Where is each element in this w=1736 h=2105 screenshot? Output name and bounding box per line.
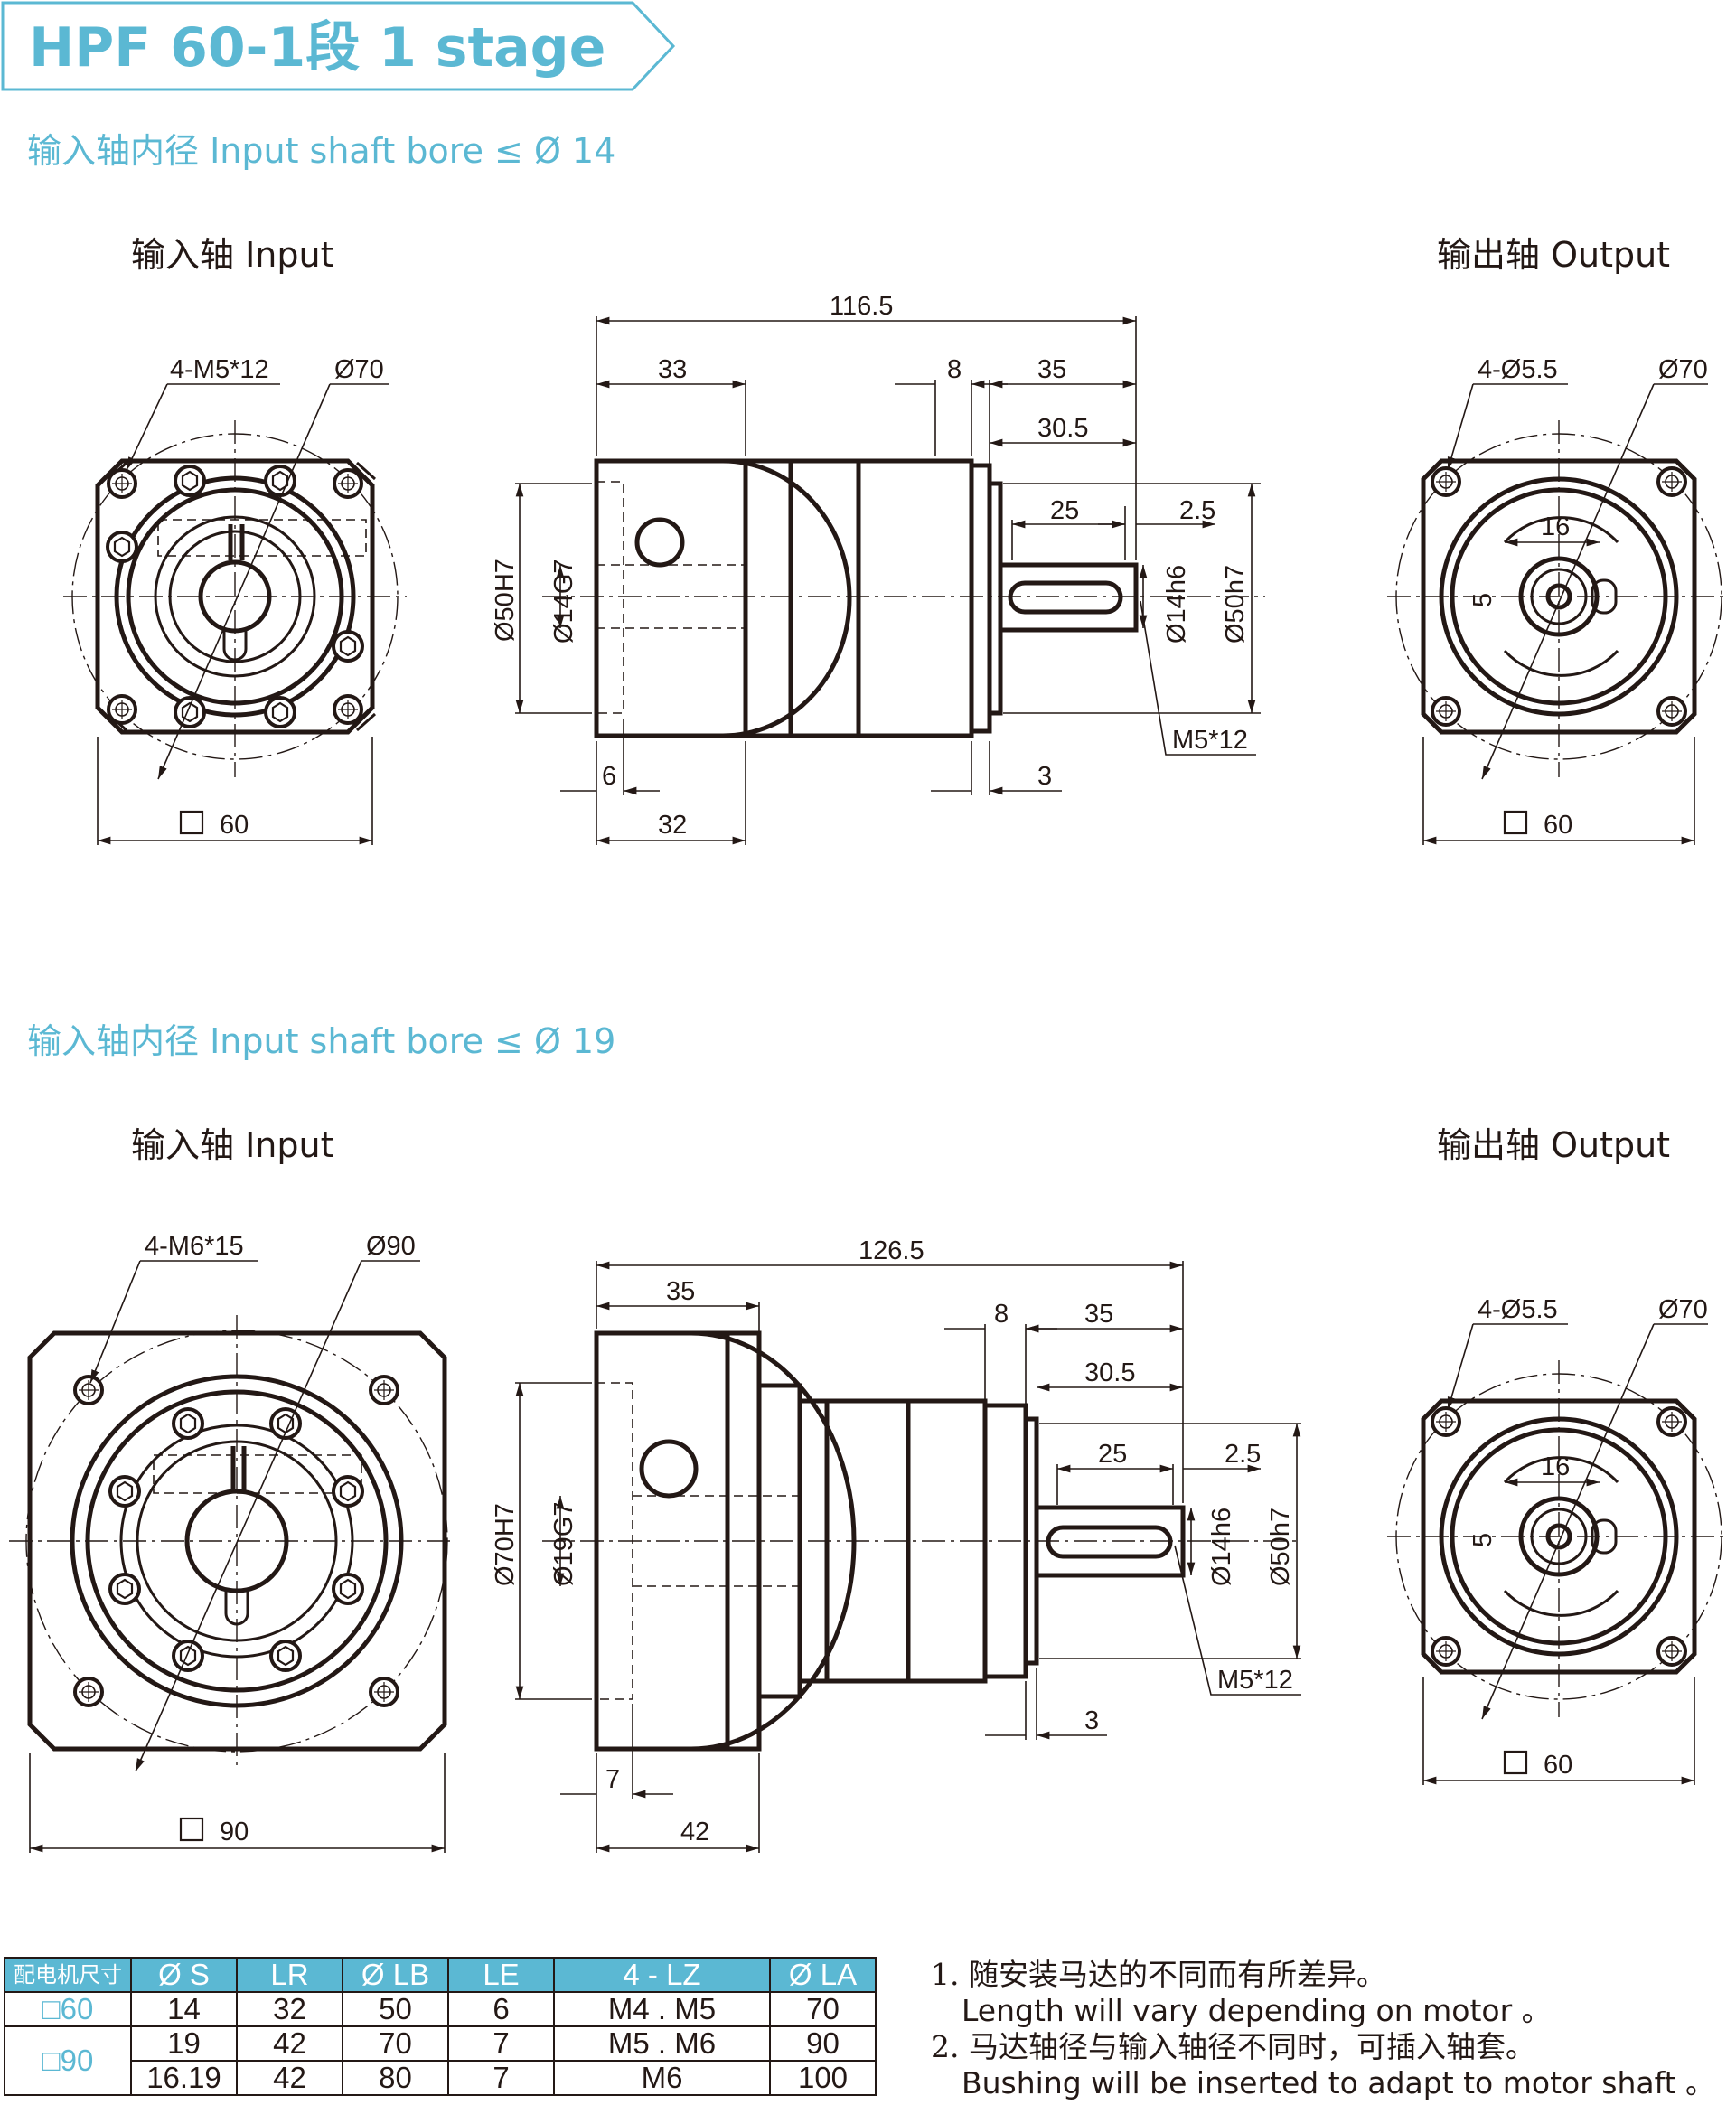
s2-output-key: 16 [1541,1452,1570,1481]
s1-bore-lb: Ø50H7 [491,559,520,642]
table-cell: M4 . M5 [553,1991,771,2027]
spec-table: 配电机尺寸 Ø S LR Ø LB LE 4 - LZ Ø LA □60 14 … [4,1957,877,2096]
note-1-cn: 1. 随安装马达的不同而有所差异。 [931,1957,1386,1992]
table-cell: 100 [769,2060,877,2096]
section2-subtitle: 输入轴内径 Input shaft bore ≤ Ø 19 [27,1021,615,1061]
table-cell: 90 [769,2025,877,2062]
table-cell: 80 [342,2060,449,2096]
table-cell: 19 [130,2025,238,2062]
s1-pilot: Ø50h7 [1221,565,1250,644]
s2-bore-s: Ø19G7 [549,1502,578,1587]
page-title: HPF 60-1段 1 stage [29,16,605,80]
s1-le: 6 [602,762,616,791]
s2-d3: 3 [1084,1706,1099,1735]
note-2-cn: 2. 马达轴径与输入轴径不同时，可插入轴套。 [931,2029,1535,2064]
s2-overall: 126.5 [859,1236,924,1265]
s2-output-holes: 4-Ø5.5 [1478,1295,1558,1324]
s2-tap: M5*12 [1217,1666,1293,1695]
s1-overall: 116.5 [830,292,893,321]
table-header: 配电机尺寸 [4,1957,132,1993]
table-header: Ø LB [342,1957,449,1993]
table-cell: 16.19 [130,2060,238,2096]
section1-output-label: 输出轴 Output [1437,235,1670,275]
table-header: LR [236,1957,343,1993]
s1-output-holes: 4-Ø5.5 [1478,355,1558,384]
table-cell: 32 [236,1991,343,2027]
section1-subtitle: 输入轴内径 Input shaft bore ≤ Ø 14 [27,131,615,171]
s1-input-pcd: Ø70 [334,355,384,384]
s2-bore-lb: Ø70H7 [491,1503,520,1586]
s1-output-square: 60 [1544,811,1572,840]
table-cell-size: □90 [4,2025,132,2096]
table-header: Ø S [130,1957,238,1993]
section1-side-view: 116.5 33 8 35 30.5 25 2.5 Ø50H7 Ø14G7 Ø1… [491,292,1265,845]
section2-input-label: 输入轴 Input [131,1125,333,1165]
title-banner: HPF 60-1段 1 stage [1,1,676,91]
s2-input-square: 90 [220,1818,249,1847]
s1-d35: 35 [1037,355,1066,384]
s1-d33: 33 [658,355,687,384]
table-cell-size: □60 [4,1991,132,2027]
table-cell: M5 . M6 [553,2025,771,2062]
s1-d25: 25 [1050,496,1079,525]
s2-le: 7 [605,1765,620,1794]
s2-input-pcd: Ø90 [366,1232,416,1261]
s2-lr: 42 [680,1818,709,1847]
table-cell: 7 [447,2025,555,2062]
s2-d30-5: 30.5 [1084,1358,1135,1387]
table-cell: M6 [553,2060,771,2096]
section1-input-label: 输入轴 Input [131,235,333,275]
s2-output-pcd: Ø70 [1658,1295,1708,1324]
table-cell: 70 [769,1991,877,2027]
note-2-en: Bushing will be inserted to adapt to mot… [962,2065,1716,2100]
s1-output-key: 16 [1541,512,1570,541]
s2-pilot: Ø50h7 [1266,1508,1295,1586]
table-header: Ø LA [769,1957,877,1993]
s2-d2-5: 2.5 [1225,1440,1261,1469]
s1-tap: M5*12 [1172,726,1248,755]
s1-shaft: Ø14h6 [1162,565,1191,644]
table-header-row: 配电机尺寸 Ø S LR Ø LB LE 4 - LZ Ø LA [4,1957,877,1993]
table-header: 4 - LZ [553,1957,771,1993]
table-cell: 70 [342,2025,449,2062]
s1-d3: 3 [1037,762,1052,791]
s2-output-square: 60 [1544,1751,1572,1780]
table-header: LE [447,1957,555,1993]
s2-output-keyh: 5 [1469,1533,1497,1547]
s1-bore-s: Ø14G7 [549,559,578,644]
section2-input-view: 4-M6*15 Ø90 90 [9,1232,452,1853]
s1-d2-5: 2.5 [1179,496,1215,525]
s2-d8: 8 [994,1300,1009,1329]
s1-d30-5: 30.5 [1037,414,1088,443]
s1-d8: 8 [947,355,962,384]
section2-output-view: 4-Ø5.5 Ø70 16 5 60 [1387,1295,1726,1785]
section1-output-view: 4-Ø5.5 Ø70 16 5 60 [1387,355,1726,845]
s1-input-square: 60 [220,811,249,840]
s1-output-pcd: Ø70 [1658,355,1708,384]
s2-d35: 35 [1084,1300,1113,1329]
section2-side-view: 126.5 35 8 35 30.5 25 2.5 Ø70H7 Ø19G7 Ø1… [491,1236,1301,1853]
note-1-en: Length will vary depending on motor 。 [962,1993,1552,2028]
table-cell: 42 [236,2025,343,2062]
table-cell: 7 [447,2060,555,2096]
s2-shaft: Ø14h6 [1207,1508,1236,1586]
s1-lr: 32 [658,811,687,840]
s1-output-keyh: 5 [1469,593,1497,607]
table-row: □90 19 42 70 7 M5 . M6 90 [4,2025,877,2096]
s2-d35a: 35 [666,1277,695,1306]
notes: 1. 随安装马达的不同而有所差异。 Length will vary depen… [931,1957,1715,2101]
s2-input-bolt-note: 4-M6*15 [145,1232,244,1261]
table-cell: 6 [447,1991,555,2027]
table-cell: 50 [342,1991,449,2027]
table-row: 16.19 42 80 7 M6 100 [5,2060,877,2096]
table-cell: 14 [130,1991,238,2027]
table-row: □60 14 32 50 6 M4 . M5 70 [4,1991,877,2027]
s2-d25: 25 [1098,1440,1127,1469]
section1-input-view: 4-M5*12 Ø70 60 [63,355,407,845]
table-cell: 42 [236,2060,343,2096]
s1-input-bolt-note: 4-M5*12 [170,355,269,384]
section2-output-label: 输出轴 Output [1437,1125,1670,1165]
